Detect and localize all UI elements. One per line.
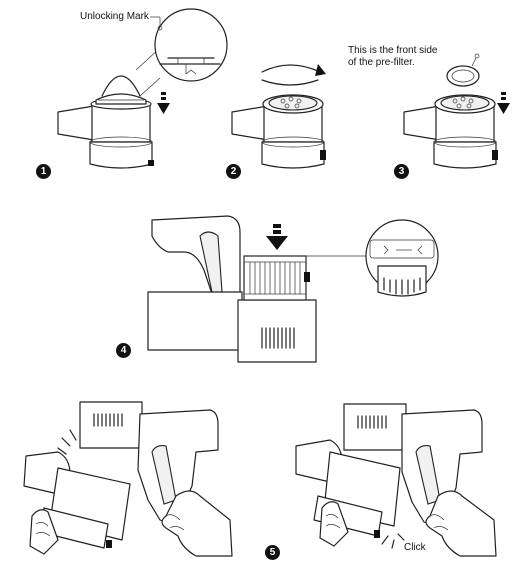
- step-3-badge: 3: [394, 164, 409, 179]
- vent-slots: [261, 327, 295, 349]
- front-side-label-line2: of the pre-filter.: [348, 57, 415, 68]
- step-2-badge: 2: [226, 164, 241, 179]
- vent-slots-right: [357, 415, 387, 429]
- step-5-badge: 5: [265, 545, 280, 560]
- front-side-label-line1: This is the front side: [348, 45, 438, 56]
- zoom-teeth: [383, 277, 421, 295]
- step-1-badge: 1: [36, 164, 51, 179]
- step1-illustration: [57, 8, 228, 169]
- step4-illustration: [147, 215, 439, 363]
- step5-right-illustration: [295, 403, 497, 557]
- step3-illustration: [403, 53, 510, 169]
- filter-pleats: [249, 262, 301, 294]
- step-4-badge: 4: [116, 343, 131, 358]
- step5-left-illustration: [23, 401, 233, 557]
- unlocking-mark-label: Unlocking Mark: [80, 11, 149, 22]
- vent-slots-left: [93, 413, 123, 427]
- click-label: Click: [404, 542, 426, 553]
- step2-illustration: [231, 64, 326, 169]
